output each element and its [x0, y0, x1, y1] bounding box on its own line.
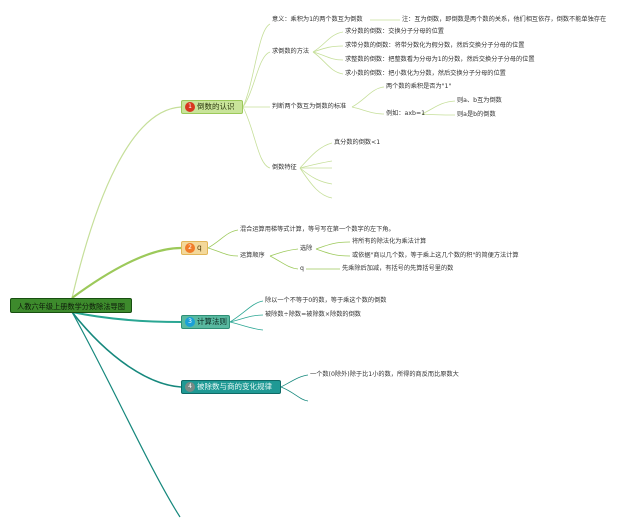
method-item[interactable]: 求小数的倒数：把小数化为分数，然后交换分子分母的位置	[345, 70, 506, 77]
judge-result[interactable]: 则a是b的倒数	[457, 111, 496, 118]
q-node[interactable]: q	[300, 265, 304, 272]
except-item[interactable]: 或依据"商以几个数，等于乘上这几个数的积"的简便方法计算	[352, 252, 519, 259]
mixed-operation-note[interactable]: 混合运算用梯等式计算，等号写在第一个数字的左下角。	[240, 226, 395, 233]
branch3-links	[229, 300, 264, 331]
link-root-branch2	[71, 246, 182, 299]
feature-node[interactable]: 倒数特征	[272, 164, 297, 171]
branch-quotient-change-topic[interactable]: 4 被除数与商的变化规律	[181, 380, 281, 394]
number-badge-2: 2	[185, 243, 195, 253]
method-node[interactable]: 求倒数的方法	[272, 48, 310, 55]
branch4-links	[280, 374, 309, 402]
root-topic[interactable]: 人教六年级上册数学分数除法导图	[10, 298, 132, 313]
rule-item[interactable]: 除以一个不等于0的数，等于乘这个数的倒数	[265, 297, 387, 304]
judge-rule[interactable]: 两个数的乘积是否为"1"	[386, 83, 452, 90]
branch-label: 倒数的认识	[197, 102, 235, 111]
except-node[interactable]: 选除	[300, 245, 313, 252]
branch-label: 被除数与商的变化规律	[197, 382, 272, 391]
number-badge-3: 3	[185, 317, 195, 327]
link-root-branch1	[71, 106, 182, 299]
method-item[interactable]: 求带分数的倒数：将带分数化为假分数，然后交换分子分母的位置	[345, 42, 525, 49]
link-root-tail	[71, 311, 181, 518]
feature-item[interactable]: 真分数的倒数<1	[334, 139, 381, 146]
link-root-branch4	[71, 311, 182, 388]
meaning-note[interactable]: 注：互为倒数，即倒数是两个数的关系，他们相互依存，倒数不能单独存在	[402, 16, 607, 23]
quotient-change-item[interactable]: 一个数(0除外)除于比1小的数，所得的商反而比原数大	[310, 371, 459, 378]
meaning-node[interactable]: 意义：乘积为1的两个数互为倒数	[272, 16, 363, 23]
rule-item[interactable]: 被除数÷除数=被除数×除数的倒数	[265, 311, 361, 318]
branch1-links	[242, 19, 456, 199]
link-root-branch3	[71, 311, 182, 323]
branch-rule-topic[interactable]: 3 计算法则	[181, 315, 230, 329]
method-item[interactable]: 求分数的倒数：交换分子分母的位置	[345, 28, 444, 35]
branch-label: q	[197, 243, 202, 252]
branch-q-topic[interactable]: 2 q	[181, 241, 208, 255]
judge-result[interactable]: 则a、b互为倒数	[457, 97, 502, 104]
order-node[interactable]: 运算顺序	[240, 252, 265, 259]
except-item[interactable]: 将所有的除法化为乘法计算	[352, 238, 427, 245]
number-badge-4: 4	[185, 382, 195, 392]
number-badge-1: 1	[185, 102, 195, 112]
branch2-links	[207, 229, 351, 270]
judge-node[interactable]: 判断两个数互为倒数的标准	[272, 103, 347, 110]
branch-label: 计算法则	[197, 317, 227, 326]
judge-example[interactable]: 例如：axb=1	[386, 110, 426, 117]
branch-reciprocal-topic[interactable]: 1 倒数的认识	[181, 100, 243, 114]
method-item[interactable]: 求整数的倒数：把整数看为分母为1的分数，然后交换分子分母的位置	[345, 56, 535, 63]
q-item[interactable]: 先乘除后加减，有括号的先算括号里的数	[342, 265, 454, 272]
